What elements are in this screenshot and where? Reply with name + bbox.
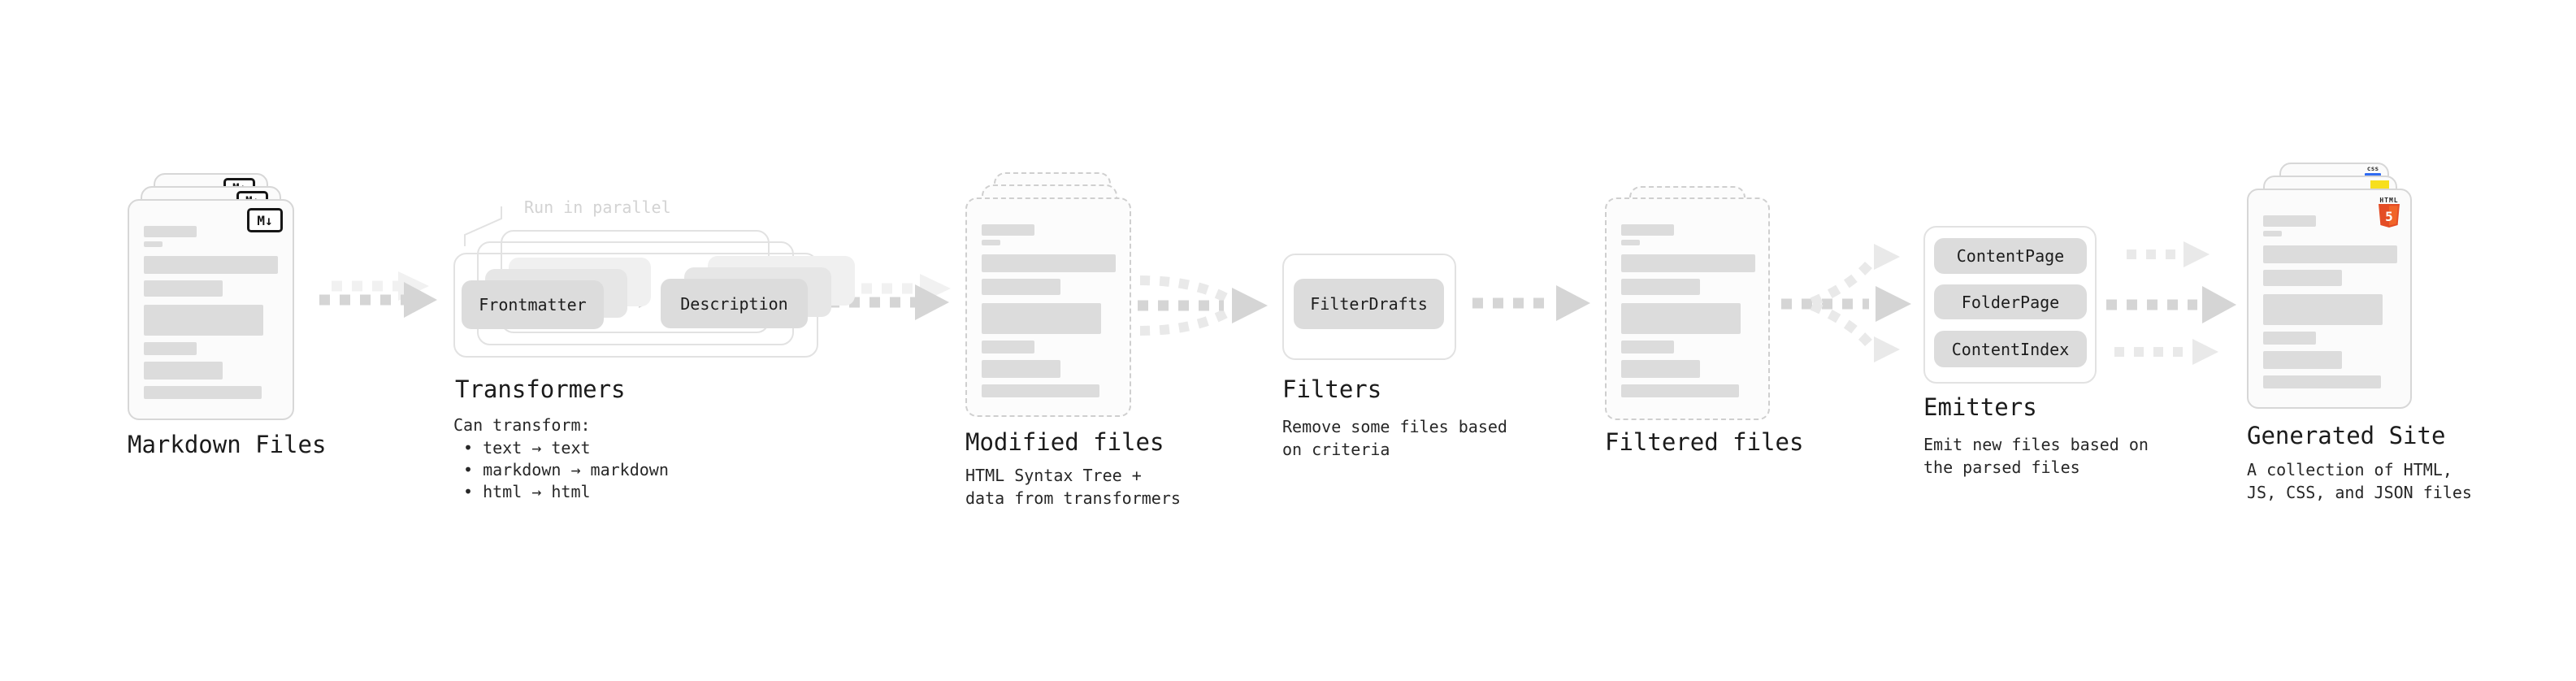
text-line-placeholder [982,303,1101,334]
svg-text:5: 5 [2385,209,2393,224]
filtered-file-card-front [1605,197,1770,420]
text-line-placeholder [144,256,278,274]
markdown-icon: M↓ [247,208,283,232]
stage-title-filters: Filters [1282,375,1382,403]
html5-icon: HTML 5 [2377,197,2401,232]
generated-caption-line: JS, CSS, and JSON files [2247,483,2472,502]
modified-caption-line: HTML Syntax Tree + [965,466,1142,485]
emitters-caption-line: the parsed files [1923,458,2080,477]
text-line-placeholder [2263,332,2316,345]
stage-title-emitters: Emitters [1923,393,2037,421]
text-line-placeholder [1621,254,1755,272]
generated-caption-line: A collection of HTML, [2247,460,2452,479]
text-line-placeholder [1621,360,1700,378]
text-line-placeholder [982,384,1099,397]
text-line-placeholder [2263,215,2316,227]
text-line-placeholder [2263,375,2381,388]
filters-caption-line: Remove some files based [1282,417,1507,436]
arrow-emitters-to-generated [2106,241,2236,365]
arrow-filtered-to-emitters-split [1781,244,1911,362]
arrow-markdown-to-transformers [319,271,437,318]
text-line-placeholder [144,280,223,297]
arrow-modified-to-filters-merge [1138,275,1268,336]
run-in-parallel-annotation: Run in parallel [524,197,671,217]
css-icon: css [2365,166,2381,176]
text-line-placeholder [144,241,163,247]
transformers-bullet: • markdown → markdown [463,460,669,479]
text-line-placeholder [2263,351,2342,369]
transformers-bullet: • html → html [463,482,591,501]
transformers-caption-heading: Can transform: [453,415,591,435]
text-line-placeholder [2263,231,2282,236]
text-line-placeholder [144,305,263,336]
filters-caption-line: on criteria [1282,440,1390,459]
emitter-node-folderpage: FolderPage [1934,284,2087,319]
text-line-placeholder [982,240,1000,245]
stage-title-modified-files: Modified files [965,428,1164,456]
text-line-placeholder [2263,245,2397,263]
text-line-placeholder [144,226,197,237]
markdown-file-card-front: M↓ [128,199,294,420]
generated-file-card-html: HTML 5 [2247,189,2412,409]
transformer-node-description: Description [661,279,808,328]
text-line-placeholder [982,360,1060,378]
stage-title-filtered-files: Filtered files [1605,428,1804,456]
text-line-placeholder [982,340,1034,354]
text-line-placeholder [2263,294,2383,325]
stage-title-markdown-files: Markdown Files [128,431,327,458]
text-line-placeholder [144,342,197,355]
html5-shield: 5 [2379,204,2400,228]
transformers-bullet: • text → text [463,438,591,458]
stage-title-generated-site: Generated Site [2247,422,2446,449]
text-line-placeholder [144,362,223,380]
emitter-node-contentpage: ContentPage [1934,238,2087,274]
filter-node-filterdrafts: FilterDrafts [1294,279,1444,329]
arrow-filters-to-filtered [1472,285,1590,321]
text-line-placeholder [144,386,262,399]
transformer-node-frontmatter: Frontmatter [462,280,604,329]
text-line-placeholder [1621,240,1640,245]
text-line-placeholder [1621,384,1739,397]
emitters-caption-line: Emit new files based on [1923,435,2149,454]
javascript-icon [2370,180,2389,190]
text-line-placeholder [1621,224,1674,236]
modified-caption-line: data from transformers [965,488,1181,508]
text-line-placeholder [1621,340,1674,354]
text-line-placeholder [1621,279,1700,295]
text-line-placeholder [2263,270,2342,286]
emitter-node-contentindex: ContentIndex [1934,331,2087,367]
filters-frame [1282,254,1456,360]
stage-title-transformers: Transformers [455,375,626,403]
emitters-frame [1923,226,2097,384]
text-line-placeholder [1621,303,1741,334]
annotation-leader-line [464,206,502,246]
text-line-placeholder [982,254,1116,272]
text-line-placeholder [982,279,1060,295]
modified-file-card-front [965,197,1131,417]
text-line-placeholder [982,224,1034,236]
